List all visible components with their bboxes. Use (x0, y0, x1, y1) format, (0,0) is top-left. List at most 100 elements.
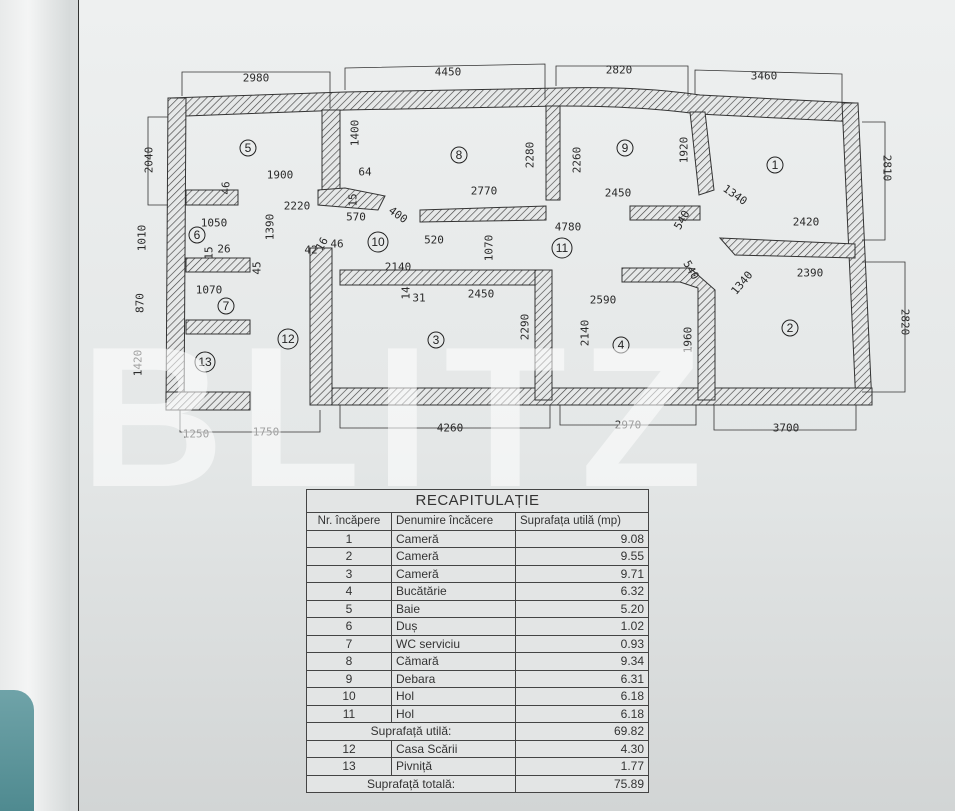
background-surface (0, 0, 70, 811)
room-number-cell: 10 (306, 687, 392, 706)
recap-title: RECAPITULAȚIE (306, 489, 649, 513)
room-area-cell: 0.93 (515, 634, 649, 653)
dimension-label: 1250 (183, 428, 210, 441)
dimension-label: 26 (217, 243, 230, 256)
room-number-cell: 6 (306, 617, 392, 636)
room-marker: 5 (239, 139, 257, 157)
room-area-cell: 6.31 (515, 669, 649, 688)
room-number: 3 (433, 333, 440, 347)
room-area-cell: 1.77 (515, 757, 649, 776)
room-area-cell: 9.34 (515, 652, 649, 671)
room-marker: 3 (427, 331, 445, 349)
room-marker: 4 (612, 336, 630, 354)
room-number: 10 (371, 235, 385, 249)
room-marker: 1 (766, 156, 784, 174)
room-marker: 9 (616, 139, 634, 157)
dimension-label: 2590 (590, 294, 617, 307)
dimension-label: 2220 (284, 200, 311, 213)
room-marker: 10 (367, 231, 389, 253)
room-marker: 6 (188, 226, 206, 244)
room-area-cell: 4.30 (515, 739, 649, 758)
dimension-label: 2810 (881, 155, 894, 182)
walls (165, 87, 873, 411)
dimension-label: 2290 (519, 314, 532, 341)
dimension-label: 46 (330, 238, 343, 251)
dimension-label: 46 (220, 181, 233, 194)
total-label: Suprafață totală: (306, 774, 516, 793)
col-header-nr: Nr. încăpere (306, 512, 392, 531)
dimension-label: 1070 (483, 235, 496, 262)
dimension-label: 4450 (435, 66, 462, 79)
dimension-label: 2040 (143, 147, 156, 174)
room-number: 12 (281, 332, 295, 346)
dimension-label: 2420 (793, 216, 820, 229)
room-name-cell: Cameră (391, 564, 516, 583)
dimension-label: 2140 (385, 261, 412, 274)
room-area-cell: 6.18 (515, 687, 649, 706)
dimension-label: 16 (313, 235, 331, 253)
room-name-cell: Hol (391, 687, 516, 706)
dimension-label: 2450 (605, 187, 632, 200)
recap-table: RECAPITULAȚIE Nr. încăpere Denumire încă… (306, 489, 649, 793)
room-number: 2 (787, 321, 794, 335)
room-number: 6 (194, 228, 201, 242)
dimension-label: 1960 (682, 327, 695, 354)
dimension-lines (147, 63, 906, 433)
room-number-cell: 7 (306, 634, 392, 653)
dimension-label: 1920 (678, 137, 691, 164)
room-area-cell: 9.08 (515, 529, 649, 548)
room-number: 13 (198, 355, 212, 369)
dimension-label: 1050 (201, 217, 228, 230)
dimension-label: 64 (358, 166, 372, 179)
room-number: 4 (618, 338, 625, 352)
room-number: 7 (223, 299, 230, 313)
dimension-label: 2390 (797, 267, 824, 280)
dimension-label: 1390 (264, 214, 277, 241)
room-number-cell: 3 (306, 564, 392, 583)
room-area-cell: 9.71 (515, 564, 649, 583)
total-row: Suprafață totală: 75.89 (306, 774, 649, 793)
room-area-cell: 9.55 (515, 547, 649, 566)
subtotal-row: Suprafață utilă: 69.82 (306, 722, 649, 741)
room-area-cell: 5.20 (515, 599, 649, 618)
room-marker: 8 (450, 146, 468, 164)
dimension-label: 42 (304, 244, 317, 257)
dimension-label: 1400 (349, 120, 362, 147)
dimension-label: 2970 (615, 419, 642, 432)
room-number-cell: 13 (306, 757, 392, 776)
dimension-label: 2280 (524, 142, 537, 169)
room-name-cell: Cameră (391, 547, 516, 566)
room-number-cell: 2 (306, 547, 392, 566)
room-number: 9 (622, 141, 629, 155)
dimension-label: 3700 (773, 422, 800, 435)
dimension-label: 14 (400, 286, 413, 300)
col-header-name: Denumire încăcere (391, 512, 516, 531)
dimension-label: 4780 (555, 221, 582, 234)
room-name-cell: Duș (391, 617, 516, 636)
dimension-label: 2450 (468, 288, 495, 301)
subtotal-area: 69.82 (515, 722, 649, 741)
room-name-cell: Bucătărie (391, 582, 516, 601)
dimension-label: 1340 (720, 182, 749, 208)
room-number: 1 (772, 158, 779, 172)
dimension-label: 520 (424, 234, 444, 247)
dimension-label: 1900 (267, 169, 294, 182)
dimension-label: 2980 (243, 72, 270, 85)
room-number-cell: 5 (306, 599, 392, 618)
dimension-label: 2770 (471, 185, 498, 198)
dimension-label: 2820 (899, 309, 912, 336)
room-name-cell: Cameră (391, 529, 516, 548)
room-number-cell: 12 (306, 739, 392, 758)
room-number-cell: 11 (306, 704, 392, 723)
room-number: 11 (556, 241, 569, 255)
room-area-cell: 6.18 (515, 704, 649, 723)
